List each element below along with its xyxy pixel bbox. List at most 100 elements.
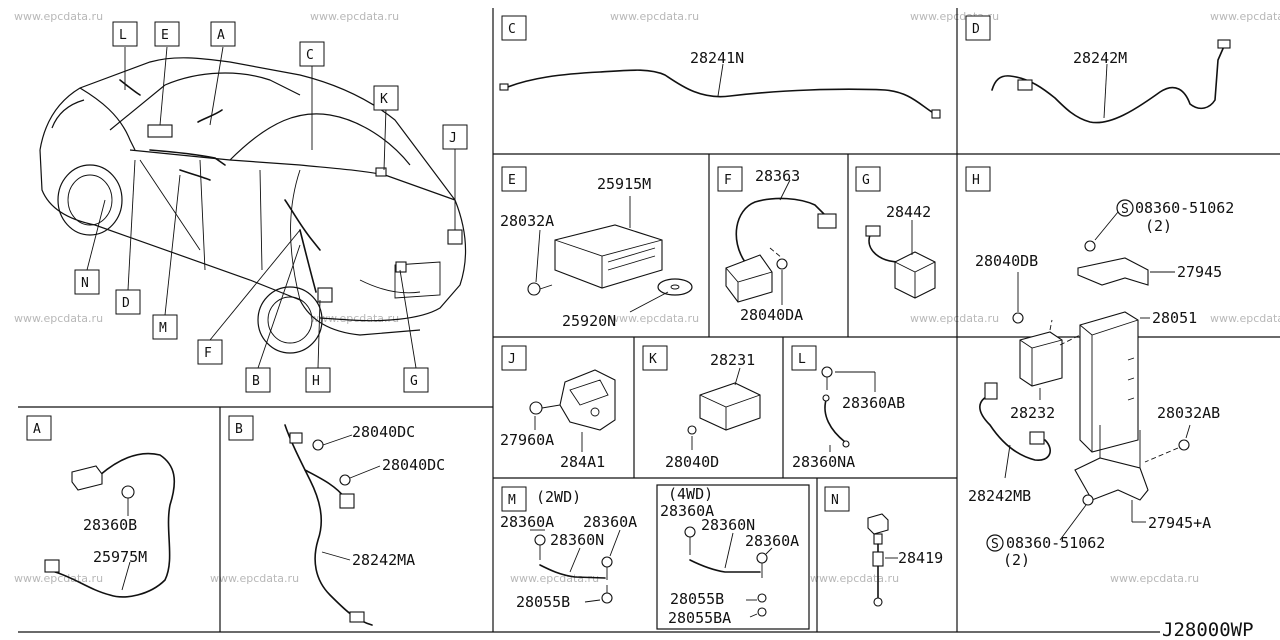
panel-tag-M: M [508, 493, 516, 508]
panel-C: C 28241N [499, 15, 941, 119]
callout-A: A [217, 28, 225, 43]
s-mark: S [1121, 202, 1129, 217]
panel-G: G 28442 [855, 166, 936, 299]
callout-J: J [449, 131, 457, 146]
panel-L: L 28360AB 28360NA [791, 345, 905, 471]
watermark-layer: www.epcdata.ru www.epcdata.ru www.epcdat… [14, 10, 1280, 585]
part-28442: 28442 [886, 203, 931, 221]
part-28055BA: 28055BA [668, 609, 731, 627]
callout-F: F [204, 346, 212, 361]
panel-E: E 25915M 28032A 25920N [500, 166, 693, 330]
part-28040DA: 28040DA [740, 306, 803, 324]
watermark: www.epcdata.ru [1210, 10, 1280, 23]
panel-F: F 28363 28040DA [717, 166, 837, 324]
panel-tag-K: K [649, 352, 657, 367]
part-28040DC: 28040DC [352, 423, 415, 441]
watermark: www.epcdata.ru [610, 312, 699, 325]
part-28360N: 28360N [550, 531, 604, 549]
part-28055B: 28055B [516, 593, 570, 611]
panel-tag-L: L [798, 352, 806, 367]
watermark: www.epcdata.ru [1110, 572, 1199, 585]
part-28241N: 28241N [690, 49, 744, 67]
part-28360A: 28360A [745, 532, 799, 550]
part-28051: 28051 [1152, 309, 1197, 327]
part-28360A: 28360A [500, 513, 554, 531]
callout-H: H [312, 374, 320, 389]
panel-M: M (2WD) 28360A 28360A 28360N 28055B (4WD… [500, 484, 810, 630]
watermark: www.epcdata.ru [210, 572, 299, 585]
watermark: www.epcdata.ru [310, 10, 399, 23]
part-25920N: 25920N [562, 312, 616, 330]
watermark: www.epcdata.ru [910, 312, 999, 325]
part-27945: 27945 [1177, 263, 1222, 281]
watermark: www.epcdata.ru [1210, 312, 1280, 325]
part-28032AB: 28032AB [1157, 404, 1220, 422]
panel-tag-H: H [972, 173, 980, 188]
watermark: www.epcdata.ru [610, 10, 699, 23]
panel-tag-D: D [972, 22, 980, 37]
panel-H: H S 08360-51062 (2) 27945 28040DB 28051 … [965, 166, 1234, 569]
part-28231: 28231 [710, 351, 755, 369]
panel-tag-A: A [33, 422, 41, 437]
part-28242MA: 28242MA [352, 551, 415, 569]
part-28232: 28232 [1010, 404, 1055, 422]
callout-K: K [380, 92, 388, 107]
part-28242MB: 28242MB [968, 487, 1031, 505]
part-28360B: 28360B [83, 516, 137, 534]
callout-G: G [410, 374, 418, 389]
qty-2: (2) [1003, 551, 1030, 569]
callout-L: L [119, 28, 127, 43]
car-overview: L E A C K J N D M F B H G [39, 21, 468, 393]
watermark: www.epcdata.ru [14, 572, 103, 585]
panel-tag-F: F [724, 173, 732, 188]
panel-A: A 28360B 25975M [26, 415, 176, 598]
panel-tag-J: J [508, 352, 516, 367]
part-27945+A: 27945+A [1148, 514, 1211, 532]
part-28055B: 28055B [670, 590, 724, 608]
part-28040DB: 28040DB [975, 252, 1038, 270]
callout-B: B [252, 374, 260, 389]
part-28419: 28419 [898, 549, 943, 567]
panel-tag-B: B [235, 422, 243, 437]
panel-J: J 27960A 284A1 [500, 345, 616, 471]
part-25975M: 25975M [93, 548, 147, 566]
panel-tag-E: E [508, 173, 516, 188]
callout-C: C [306, 48, 314, 63]
part-28040D: 28040D [665, 453, 719, 471]
part-28360A: 28360A [583, 513, 637, 531]
panel-B: B 28040DC 28040DC 28242MA [228, 415, 445, 626]
panel-N: N 28419 [824, 486, 943, 607]
watermark: www.epcdata.ru [14, 10, 103, 23]
panel-tag-G: G [862, 173, 870, 188]
watermark: www.epcdata.ru [310, 312, 399, 325]
panel-D: D 28242M [965, 15, 1231, 124]
variant-4wd: (4WD) [668, 485, 713, 503]
part-28040DC: 28040DC [382, 456, 445, 474]
variant-2wd: (2WD) [536, 488, 581, 506]
s-mark: S [991, 537, 999, 552]
diagram-code: J28000WP [1162, 619, 1254, 640]
part-28360A: 28360A [660, 502, 714, 520]
panel-grid [18, 8, 1280, 633]
part-27960A: 27960A [500, 431, 554, 449]
callout-N: N [81, 276, 89, 291]
part-25915M: 25915M [597, 175, 651, 193]
qty-2: (2) [1145, 217, 1172, 235]
part-28363: 28363 [755, 167, 800, 185]
watermark: www.epcdata.ru [14, 312, 103, 325]
part-28032A: 28032A [500, 212, 554, 230]
part-08360-51062: 08360-51062 [1006, 534, 1105, 552]
panel-K: K 28231 28040D [642, 345, 761, 471]
part-28242M: 28242M [1073, 49, 1127, 67]
part-284A1: 284A1 [560, 453, 605, 471]
part-08360-51062: 08360-51062 [1135, 199, 1234, 217]
part-28360N: 28360N [701, 516, 755, 534]
callout-E: E [161, 28, 169, 43]
callout-M: M [159, 321, 167, 336]
watermark: www.epcdata.ru [810, 572, 899, 585]
panel-tag-N: N [831, 493, 839, 508]
part-28360NA: 28360NA [792, 453, 855, 471]
watermark: www.epcdata.ru [510, 572, 599, 585]
part-28360AB: 28360AB [842, 394, 905, 412]
